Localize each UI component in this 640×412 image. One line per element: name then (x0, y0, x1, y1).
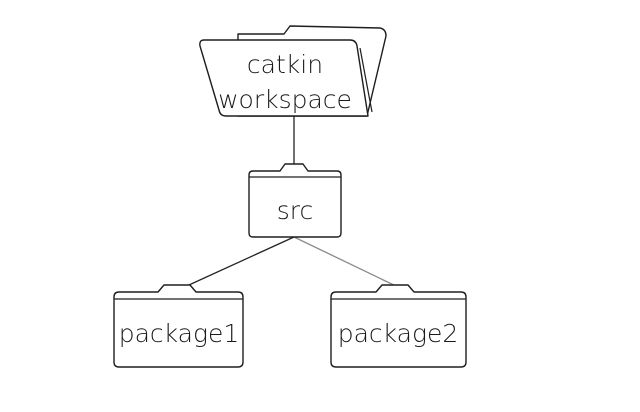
edge-src-to-package2 (293, 236, 401, 289)
connectors (177, 116, 401, 291)
package1-label: package1 (119, 319, 240, 348)
src-label: src (277, 196, 314, 225)
open-folder-icon (199, 25, 387, 117)
package2-folder[interactable]: package2 (330, 284, 467, 368)
folder-icon (248, 163, 342, 238)
folder-inner-edge (359, 47, 373, 113)
catkin-workspace-label-line1: catkin (247, 50, 323, 79)
folder-body (330, 284, 467, 368)
folder-body (113, 284, 244, 368)
folder-front-flap (199, 39, 369, 117)
catkin-workspace-folder[interactable]: catkin workspace (199, 25, 387, 117)
edge-src-to-package1 (177, 236, 295, 291)
catkin-workspace-label-line2: workspace (218, 85, 352, 114)
package2-label: package2 (338, 319, 459, 348)
folder-body (248, 163, 342, 238)
package1-folder[interactable]: package1 (113, 284, 244, 368)
src-folder[interactable]: src (248, 163, 342, 238)
folder-icon (330, 284, 467, 368)
folder-icon (113, 284, 244, 368)
